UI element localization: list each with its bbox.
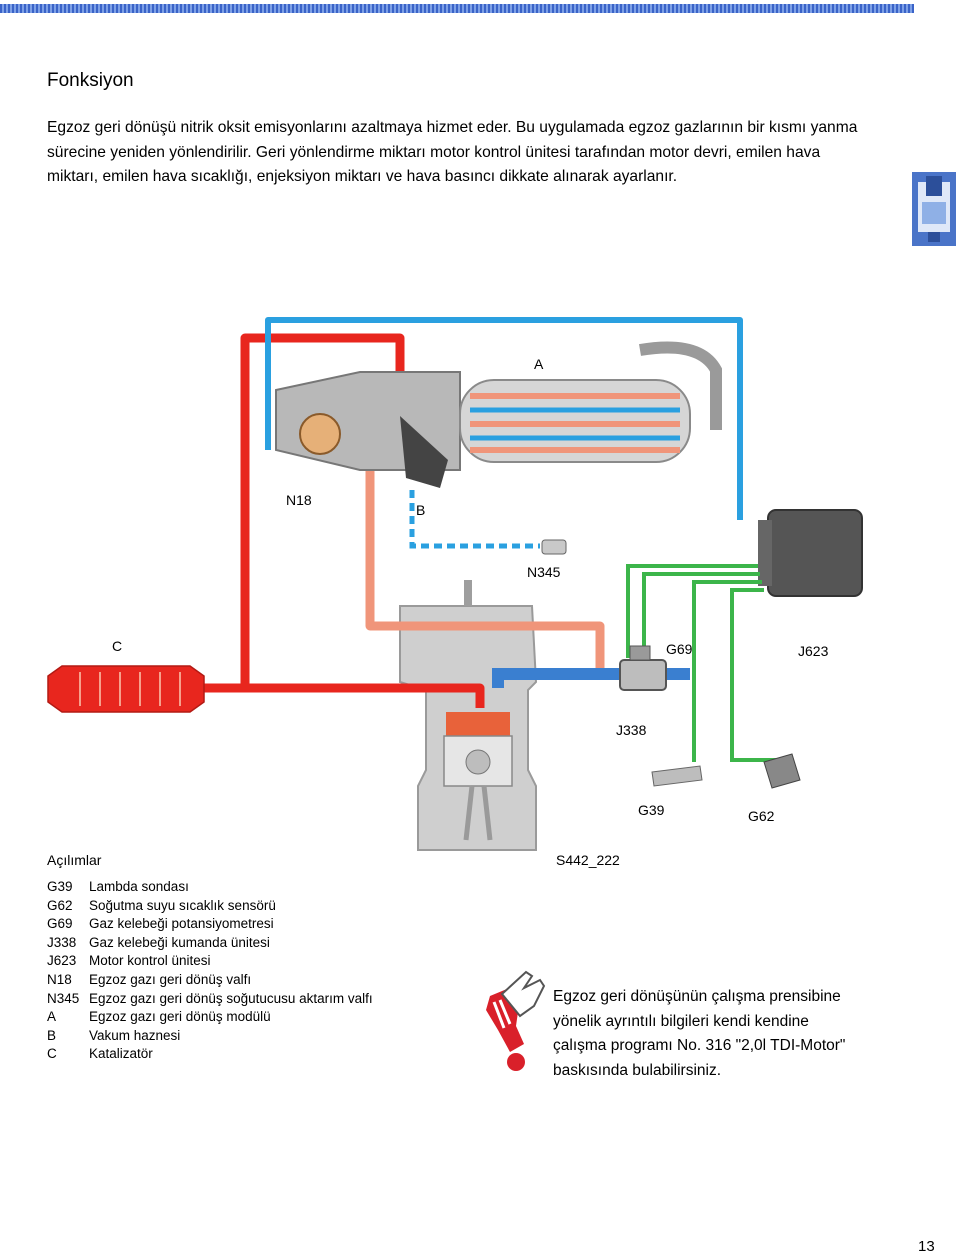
legend-text: Egzoz gazı geri dönüş valfı [89,971,252,987]
coolant-lines [265,317,743,549]
top-decorative-bar [0,4,914,13]
exhaust-cooled-pipes [365,470,605,680]
legend-code: G39 [47,879,73,894]
legend-code: C [47,1046,57,1062]
legend-text: Gaz kelebeği kumanda ünitesi [89,934,270,950]
figure-code: S442_222 [556,852,620,868]
legend-item: G62 Soğutma suyu sıcaklık sensörü [47,897,373,916]
label-g39: G39 [638,802,665,818]
lambda-probe [651,765,703,787]
legend-item: G69 Gaz kelebeği potansiyometresi [47,915,373,934]
legend-code: B [47,1027,57,1043]
label-c: C [112,638,122,654]
legend-item: B Vakum haznesi [47,1027,373,1046]
label-g62: G62 [748,808,775,824]
legend-item: J623 Motor kontrol ünitesi [47,952,373,971]
legend-text: Egzoz gazı geri dönüş modülü [89,1009,271,1025]
legend-code: G62 [47,897,73,913]
engine-block [399,580,538,851]
label-j338: J338 [616,722,647,738]
legend-code: N345 [47,990,80,1006]
legend-title: Açılımlar [47,852,102,868]
legend-text: Soğutma suyu sıcaklık sensörü [89,897,276,913]
page-number: 13 [918,1238,935,1255]
engine-control-unit [758,509,863,597]
sensor-wiring [626,564,776,762]
legend-item: C Katalizatör [47,1045,373,1064]
legend-text: Vakum haznesi [89,1027,181,1043]
label-b: B [416,502,425,518]
coolant-temp-sensor [763,753,801,789]
legend-code: J338 [47,934,77,950]
legend-list: G39 Lambda sondası G62 Soğutma suyu sıcakl… [47,878,373,1064]
legend-item: J338 Gaz kelebeği kumanda ünitesi [47,934,373,953]
intro-paragraph: Egzoz geri dönüşü nitrik oksit emisyonla… [47,119,858,185]
legend-code: J623 [47,953,77,969]
transfer-valve-n345 [541,539,567,555]
legend-item: A Egzoz gazı geri dönüş modülü [47,1008,373,1027]
label-n345: N345 [527,564,561,580]
legend-code: G69 [47,916,73,932]
throttle-unit [619,645,667,691]
egr-module [275,341,722,488]
legend-text: Motor kontrol ünitesi [89,953,211,969]
legend-text: Katalizatör [89,1046,153,1062]
catalytic-converter [47,665,205,713]
legend-item: N18 Egzoz gazı geri dönüş valfı [47,971,373,990]
label-n18: N18 [286,492,312,508]
legend-item: N345 Egzoz gazı geri dönüş soğutucusu akt… [47,990,373,1009]
reference-note: Egzoz geri dönüşünün çalışma prensibine … [553,988,846,1079]
chapter-marker-icon [912,172,956,246]
pointing-hand-icon [486,970,546,1071]
label-j623: J623 [798,643,829,659]
label-g69: G69 [666,641,693,657]
egr-system-diagram: A N18 B N345 C G69 J623 J338 G39 G62 [47,317,863,851]
legend-code: N18 [47,971,72,987]
legend-text: Egzoz gazı geri dönüş soğutucusu aktarım… [89,990,373,1006]
legend-code: A [47,1009,57,1025]
legend-text: Lambda sondası [89,879,189,894]
label-a: A [534,356,544,372]
legend-item: G39 Lambda sondası [47,878,373,897]
legend-text: Gaz kelebeği potansiyometresi [89,916,274,932]
section-heading: Fonksiyon [47,70,134,91]
